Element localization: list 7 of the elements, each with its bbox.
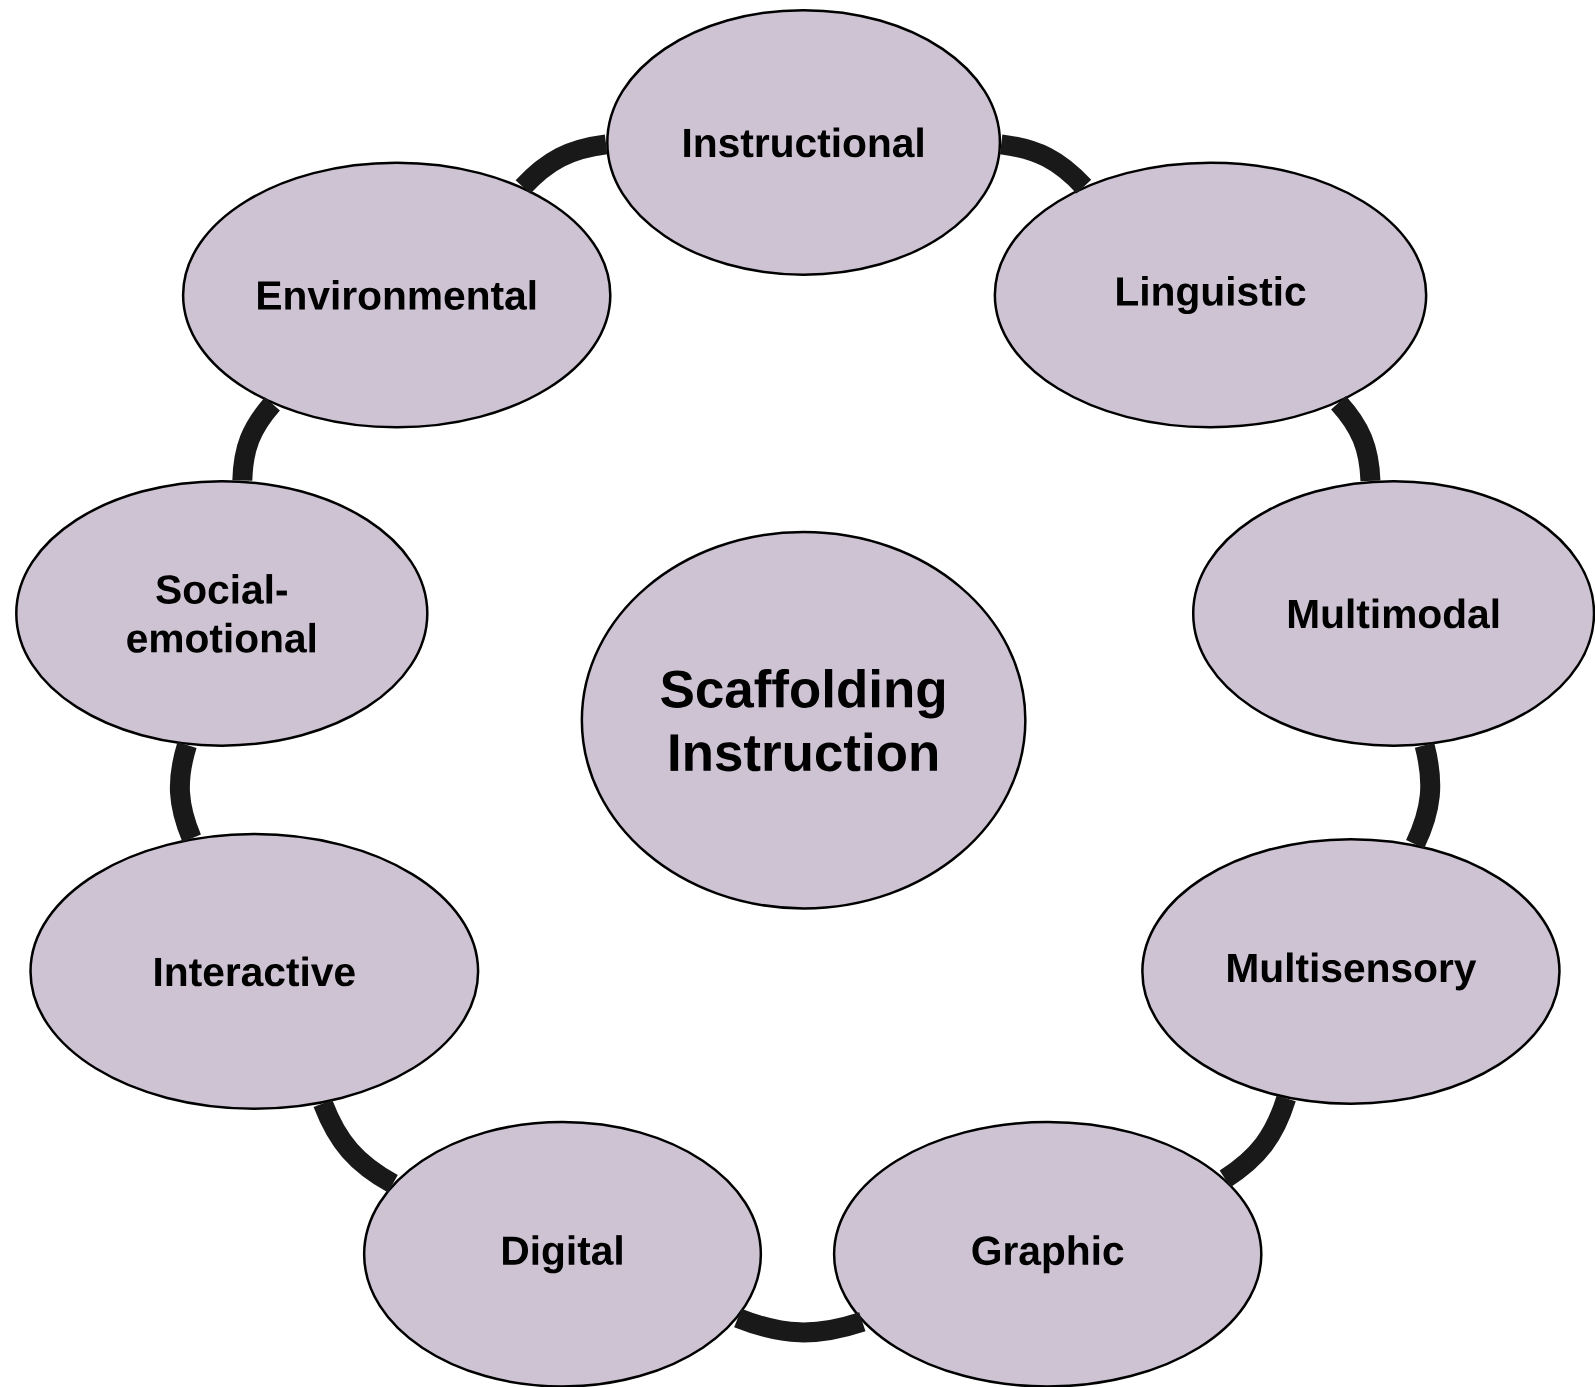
ring-connector bbox=[515, 134, 608, 194]
ring-connector bbox=[1331, 396, 1381, 482]
ring-connector bbox=[734, 1308, 866, 1343]
ring-connector bbox=[1406, 743, 1441, 849]
ring-connector bbox=[169, 742, 201, 843]
ring-connector bbox=[1219, 1095, 1296, 1188]
ring-connector bbox=[313, 1099, 398, 1193]
